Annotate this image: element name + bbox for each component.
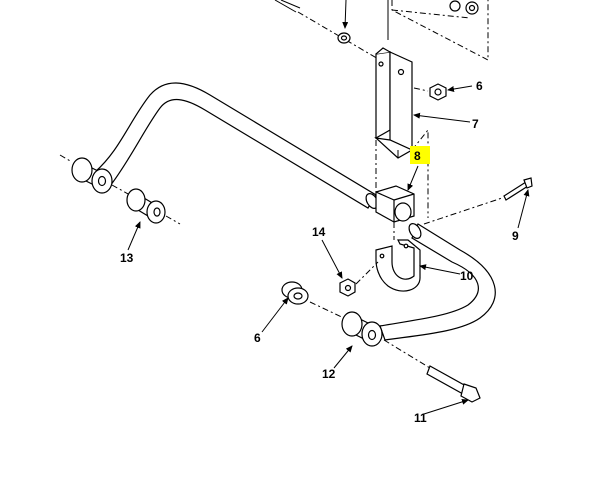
long-bolt xyxy=(426,365,481,403)
callout-11: 11 xyxy=(414,411,427,425)
callout-13: 13 xyxy=(120,251,134,265)
callout-6-upper: 6 xyxy=(476,79,483,93)
callout-8-highlight xyxy=(410,146,430,164)
left-end-bushing xyxy=(71,157,113,194)
upper-frame-bracket xyxy=(387,0,489,61)
callout-10: 10 xyxy=(460,269,474,283)
hanger-bracket xyxy=(374,47,414,159)
upper-nut xyxy=(429,83,447,101)
top-bolt xyxy=(274,0,301,13)
strap-nut xyxy=(339,278,356,297)
callout-14: 14 xyxy=(312,225,326,239)
lower-flanged-bushing xyxy=(281,281,309,305)
right-end-bushing xyxy=(341,311,383,347)
clamp-bolt xyxy=(503,177,533,201)
u-strap xyxy=(375,239,421,292)
callout-6-lower: 6 xyxy=(254,331,261,345)
callout-7: 7 xyxy=(472,117,479,131)
callout-12: 12 xyxy=(322,367,336,381)
top-washer xyxy=(337,32,351,44)
callout-9: 9 xyxy=(512,229,519,243)
clamp-bushing xyxy=(375,185,415,223)
callout-8: 8 xyxy=(414,149,421,163)
left-spacer-bushing xyxy=(126,188,166,224)
